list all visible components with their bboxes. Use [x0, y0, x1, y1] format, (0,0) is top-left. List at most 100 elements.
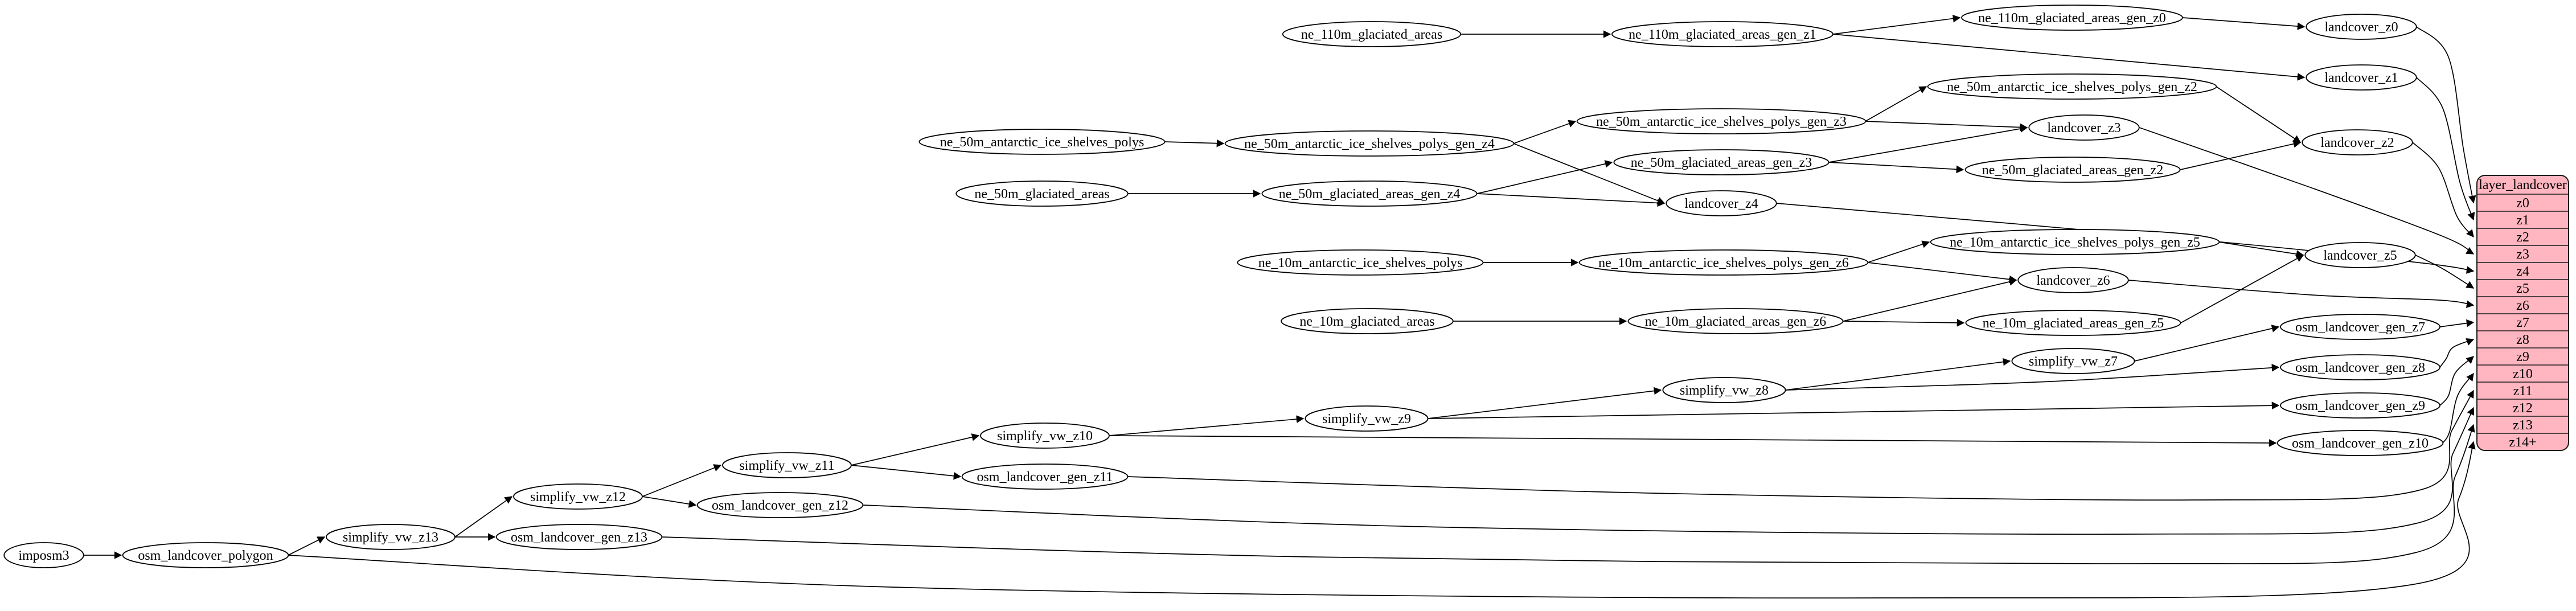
- edge-ne_10m_antarctic_ice_shelves_polys_gen_z6-to-landcover_z6: [1867, 262, 2017, 284]
- edge-osm_landcover_gen_z13-to-z13: [661, 424, 2475, 565]
- graph-node-simplify_vw_z12: simplify_vw_z12: [513, 483, 643, 510]
- graph-node-label: osm_landcover_gen_z8: [2295, 360, 2425, 375]
- graph-node-ne_10m_glaciated_areas_gen_z5: ne_10m_glaciated_areas_gen_z5: [1965, 310, 2181, 336]
- graph-node-label: osm_landcover_gen_z13: [511, 530, 647, 545]
- edge-simplify_vw_z12-to-simplify_vw_z11: [642, 464, 722, 497]
- graph-node-landcover_z2: landcover_z2: [2302, 129, 2413, 155]
- graph-node-osm_landcover_gen_z7: osm_landcover_gen_z7: [2280, 314, 2440, 340]
- graph-node-label: ne_50m_antarctic_ice_shelves_polys: [940, 135, 1145, 150]
- graph-node-label: simplify_vw_z11: [739, 458, 834, 473]
- graph-node-label: ne_10m_glaciated_areas_gen_z5: [1983, 316, 2164, 331]
- graph-node-label: ne_10m_glaciated_areas_gen_z6: [1645, 314, 1827, 329]
- edge-simplify_vw_z11-to-simplify_vw_z10: [851, 433, 980, 466]
- graph-node-label: ne_10m_antarctic_ice_shelves_polys: [1258, 256, 1463, 270]
- edge-simplify_vw_z9-to-simplify_vw_z8: [1428, 387, 1662, 419]
- table-row-z5: z5: [2516, 281, 2529, 296]
- edge-osm_landcover_gen_z8-to-z8: [2439, 338, 2475, 368]
- graph-node-label: landcover_z5: [2323, 248, 2397, 263]
- edge-osm_landcover_gen_z9-to-z9: [2439, 356, 2475, 406]
- graph-node-landcover_z0: landcover_z0: [2306, 14, 2417, 40]
- edge-ne_50m_antarctic_ice_shelves_polys_gen_z3-to-ne_50m_antarctic_ice_shelves_polys_gen_z2: [1865, 86, 1927, 122]
- graph-node-ne_110m_glaciated_areas: ne_110m_glaciated_areas: [1282, 21, 1462, 47]
- edge-osm_landcover_polygon-to-simplify_vw_z13: [288, 536, 326, 556]
- table-row-z4: z4: [2516, 264, 2529, 279]
- graph-node-osm_landcover_gen_z12: osm_landcover_gen_z12: [696, 492, 864, 518]
- table-row-z14+: z14+: [2509, 435, 2536, 450]
- graph-node-landcover_z1: landcover_z1: [2306, 64, 2417, 91]
- graph-node-label: simplify_vw_z8: [1680, 383, 1769, 398]
- graph-node-label: simplify_vw_z12: [530, 490, 626, 505]
- graph-node-label: osm_landcover_gen_z10: [2292, 436, 2429, 451]
- graph-node-label: ne_110m_glaciated_areas: [1301, 27, 1442, 42]
- graph-node-ne_110m_glaciated_areas_gen_z1: ne_110m_glaciated_areas_gen_z1: [1611, 21, 1833, 47]
- graph-node-ne_50m_antarctic_ice_shelves_polys_gen_z2: ne_50m_antarctic_ice_shelves_polys_gen_z…: [1927, 73, 2217, 100]
- graph-node-label: ne_110m_glaciated_areas_gen_z0: [1978, 11, 2166, 26]
- edge-landcover_z6-to-z6: [2128, 280, 2475, 308]
- edge-ne_50m_antarctic_ice_shelves_polys_gen_z2-to-landcover_z2: [2216, 86, 2302, 143]
- table-row-z10: z10: [2513, 367, 2533, 382]
- edge-simplify_vw_z9-to-osm_landcover_gen_z9: [1428, 401, 2280, 419]
- edge-ne_50m_glaciated_areas_gen_z3-to-landcover_z3: [1828, 125, 2028, 163]
- graph-node-label: osm_landcover_gen_z12: [712, 498, 848, 513]
- graph-node-landcover_z3: landcover_z3: [2028, 114, 2140, 141]
- edge-osm_landcover_polygon-to-z14+: [288, 441, 2476, 598]
- edge-landcover_z3-to-z3: [2139, 127, 2475, 255]
- edge-ne_110m_glaciated_areas_gen_z0-to-landcover_z0: [2182, 17, 2306, 30]
- graph-node-label: ne_50m_antarctic_ice_shelves_polys_gen_z…: [1596, 114, 1847, 129]
- edge-simplify_vw_z7-to-osm_landcover_gen_z7: [2134, 325, 2280, 362]
- graph-node-label: landcover_z1: [2324, 71, 2398, 85]
- edge-ne_10m_antarctic_ice_shelves_polys_gen_z5-to-landcover_z5: [2218, 241, 2304, 258]
- edge-osm_landcover_gen_z7-to-z7: [2439, 319, 2475, 327]
- graph-node-label: simplify_vw_z7: [2029, 354, 2118, 369]
- edge-ne_110m_glaciated_areas_gen_z1-to-ne_110m_glaciated_areas_gen_z0: [1832, 14, 1961, 35]
- graph-node-ne_50m_glaciated_areas: ne_50m_glaciated_areas: [955, 181, 1129, 207]
- graph-node-landcover_z5: landcover_z5: [2304, 242, 2416, 268]
- edge-simplify_vw_z11-to-osm_landcover_gen_z11: [851, 465, 962, 480]
- graph-node-ne_50m_antarctic_ice_shelves_polys_gen_z3: ne_50m_antarctic_ice_shelves_polys_gen_z…: [1576, 108, 1867, 134]
- graph-node-label: landcover_z4: [1684, 196, 1758, 211]
- graph-node-label: simplify_vw_z9: [1322, 412, 1411, 427]
- table-row-z3: z3: [2516, 247, 2529, 262]
- edge-ne_50m_antarctic_ice_shelves_polys_gen_z3-to-landcover_z3: [1865, 121, 2028, 132]
- edge-ne_10m_glaciated_areas_gen_z6-to-landcover_z6: [1843, 278, 2017, 322]
- graph-node-ne_10m_antarctic_ice_shelves_polys_gen_z6: ne_10m_antarctic_ice_shelves_polys_gen_z…: [1578, 249, 1869, 276]
- edge-landcover_z0-to-z0: [2416, 26, 2476, 204]
- graph-node-label: ne_50m_glaciated_areas_gen_z4: [1279, 187, 1461, 202]
- edge-simplify_vw_z8-to-simplify_vw_z7: [1785, 358, 2011, 391]
- graph-node-ne_10m_glaciated_areas_gen_z6: ne_10m_glaciated_areas_gen_z6: [1627, 308, 1844, 334]
- edge-ne_10m_antarctic_ice_shelves_polys_gen_z6-to-ne_10m_antarctic_ice_shelves_polys_gen_z5: [1867, 240, 1930, 263]
- table-row-z7: z7: [2516, 315, 2529, 330]
- graph-node-label: ne_10m_antarctic_ice_shelves_polys_gen_z…: [1950, 235, 2200, 250]
- edge-ne_50m_antarctic_ice_shelves_polys-to-ne_50m_antarctic_ice_shelves_polys_gen_z4: [1164, 139, 1225, 147]
- table-row-z9: z9: [2516, 350, 2529, 364]
- graph-node-label: osm_landcover_gen_z9: [2295, 399, 2425, 413]
- graph-node-label: landcover_z6: [2036, 273, 2110, 288]
- graph-node-label: osm_landcover_gen_z11: [977, 470, 1113, 485]
- graph-node-label: ne_10m_glaciated_areas: [1299, 314, 1434, 329]
- graph-node-ne_50m_glaciated_areas_gen_z4: ne_50m_glaciated_areas_gen_z4: [1261, 181, 1478, 207]
- edge-simplify_vw_z12-to-osm_landcover_gen_z12: [642, 496, 697, 508]
- graph-node-osm_landcover_gen_z13: osm_landcover_gen_z13: [495, 524, 663, 550]
- edge-ne_50m_antarctic_ice_shelves_polys_gen_z4-to-landcover_z4: [1513, 143, 1666, 204]
- graph-node-simplify_vw_z9: simplify_vw_z9: [1305, 405, 1429, 432]
- graph-node-osm_landcover_gen_z10: osm_landcover_gen_z10: [2276, 430, 2444, 456]
- graph-node-label: ne_50m_antarctic_ice_shelves_polys_gen_z…: [1244, 137, 1495, 151]
- graph-node-ne_50m_antarctic_ice_shelves_polys_gen_z4: ne_50m_antarctic_ice_shelves_polys_gen_z…: [1224, 130, 1515, 157]
- edge-ne_50m_glaciated_areas_gen_z4-to-ne_50m_glaciated_areas_gen_z3: [1476, 160, 1613, 194]
- table-title: layer_landcover: [2479, 178, 2567, 192]
- graph-node-simplify_vw_z10: simplify_vw_z10: [980, 423, 1110, 449]
- edge-osm_landcover_gen_z10-to-z10: [2442, 372, 2474, 444]
- graph-node-label: simplify_vw_z10: [997, 429, 1093, 444]
- graph-node-osm_landcover_gen_z11: osm_landcover_gen_z11: [961, 464, 1129, 490]
- graph-node-label: simplify_vw_z13: [343, 530, 438, 545]
- table-row-z12: z12: [2513, 401, 2533, 416]
- edge-ne_110m_glaciated_areas_gen_z1-to-landcover_z1: [1832, 34, 2306, 81]
- edge-landcover_z1-to-z1: [2416, 77, 2475, 221]
- table-row-z6: z6: [2516, 298, 2529, 313]
- graph-node-label: ne_50m_glaciated_areas_gen_z2: [1982, 163, 2164, 178]
- graph-node-ne_10m_antarctic_ice_shelves_polys: ne_10m_antarctic_ice_shelves_polys: [1237, 249, 1484, 276]
- edge-simplify_vw_z10-to-simplify_vw_z9: [1109, 415, 1305, 436]
- graph-node-simplify_vw_z8: simplify_vw_z8: [1662, 377, 1786, 403]
- graph-node-osm_landcover_gen_z8: osm_landcover_gen_z8: [2280, 354, 2440, 380]
